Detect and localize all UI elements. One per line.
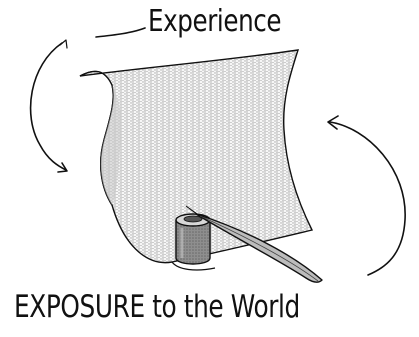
exposure-label: EXPOSURE to the World bbox=[14, 288, 300, 326]
ink-pot-illustration bbox=[176, 214, 210, 264]
experience-label: Experience bbox=[148, 4, 281, 40]
left-cycle-arrow bbox=[31, 40, 67, 172]
experience-connector-line bbox=[96, 28, 145, 37]
right-cycle-arrow bbox=[328, 116, 405, 275]
